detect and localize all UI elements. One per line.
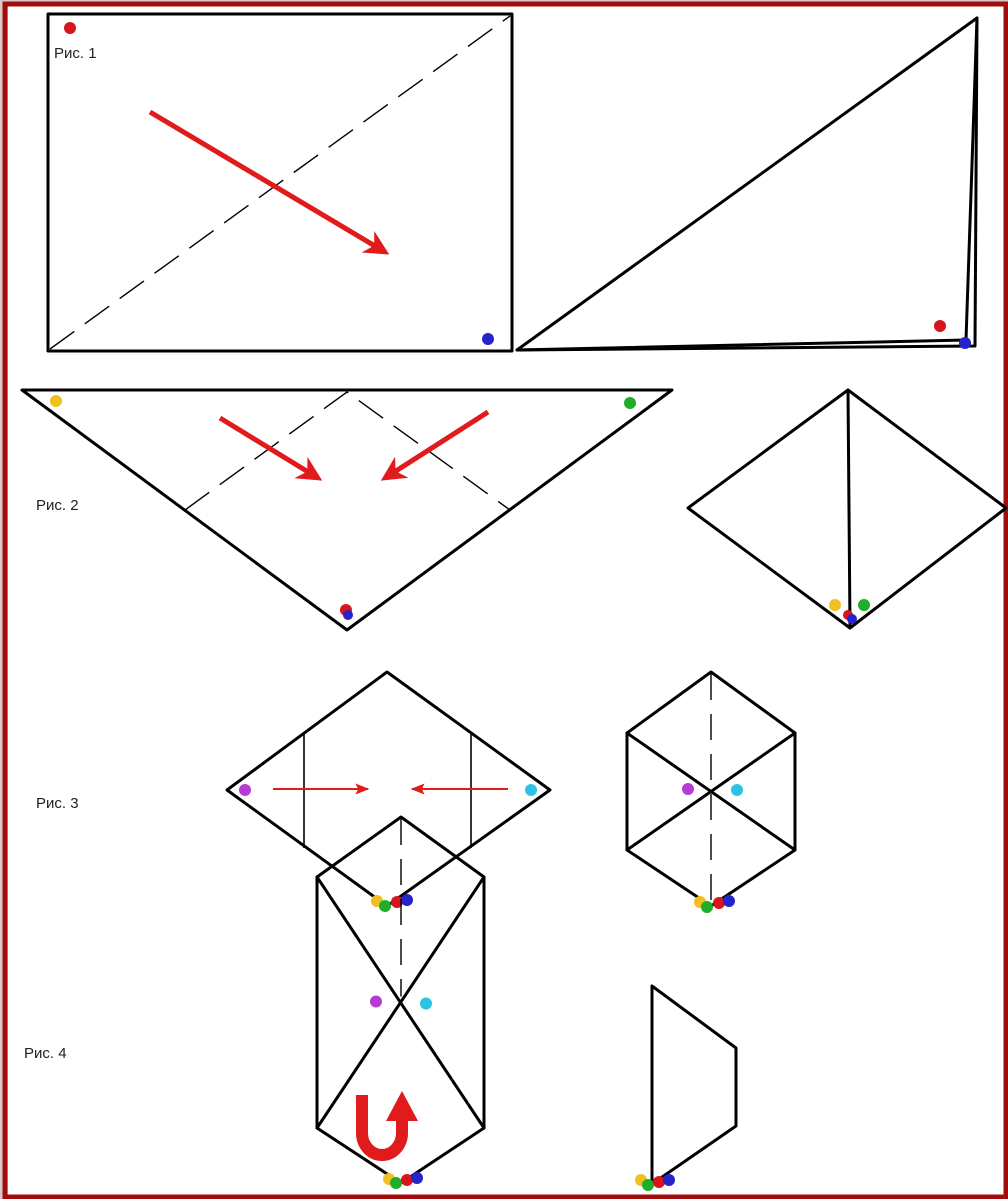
fig4-diagonal-b (315, 875, 486, 1130)
figure-4-result (635, 984, 738, 1191)
fig3r-dot-blue (723, 895, 735, 907)
fig2-arrow-left (218, 415, 323, 481)
fig1-label: Рис. 1 (54, 45, 97, 62)
fig2r-center-line (846, 388, 852, 630)
fig3r-diag-b (625, 731, 797, 852)
fig1r-dot-blue (959, 337, 971, 349)
fig4-dot-red (401, 1174, 413, 1186)
fig4r-dot-green (642, 1179, 654, 1191)
fig3r-dot-purple (682, 783, 694, 795)
fig1-fold-arrow (148, 109, 390, 255)
fig3-dot-blue (401, 894, 413, 906)
fig3r-dot-green (701, 901, 713, 913)
fig1-diagonal-crease (49, 15, 511, 350)
fig2-arrow-right (380, 409, 490, 481)
fig4-dot-cyan (420, 997, 432, 1010)
figure-3: Рис. 3 (36, 670, 552, 912)
figure-4-drawing (315, 815, 486, 1189)
fig4-turn-over-arrowhead (386, 1091, 418, 1121)
fig3-dot-red (391, 896, 403, 908)
fig1-dot-red (64, 22, 76, 34)
fig2-dot-green (624, 397, 636, 409)
figure-2: Рис. 2 (20, 388, 674, 632)
figure-3-result (625, 670, 797, 913)
fig2-left-crease (184, 391, 511, 511)
fig2-dot-yellow (50, 395, 62, 407)
fig1-dot-blue (482, 333, 494, 345)
fig4r-dot-red (653, 1176, 665, 1188)
fig1-triangle (515, 16, 979, 352)
fig4-dot-blue (411, 1172, 423, 1184)
fig2-label: Рис. 2 (36, 497, 79, 514)
fig3r-dot-cyan (731, 784, 743, 796)
fig3-dot-cyan (525, 784, 537, 796)
figure-1: Рис. 1 (46, 12, 514, 353)
fig4r-dot-blue (663, 1174, 675, 1186)
fig4-label: Рис. 4 (24, 1045, 67, 1062)
fig3r-dot-red (713, 897, 725, 909)
fig4-turn-over-arrow (356, 1095, 408, 1161)
fig1r-dot-red (934, 320, 946, 332)
fig2r-dot-yellow (829, 599, 841, 611)
figure-2-result (686, 388, 1008, 630)
fig4-dot-green (390, 1177, 402, 1189)
figure-1-result (515, 16, 979, 352)
fig3-label: Рис. 3 (36, 795, 79, 812)
fig2r-dot-green (858, 599, 870, 611)
fig4r-flap (650, 984, 738, 1186)
fig3-dot-green (379, 900, 391, 912)
fig3-dot-purple (239, 784, 251, 796)
fig1-square (46, 12, 514, 353)
diagram-panel (8, 6, 1006, 1199)
fig2-dot-blue (343, 610, 353, 620)
fig4-dot-purple (370, 995, 382, 1008)
fig2r-dot-blue (847, 614, 857, 624)
